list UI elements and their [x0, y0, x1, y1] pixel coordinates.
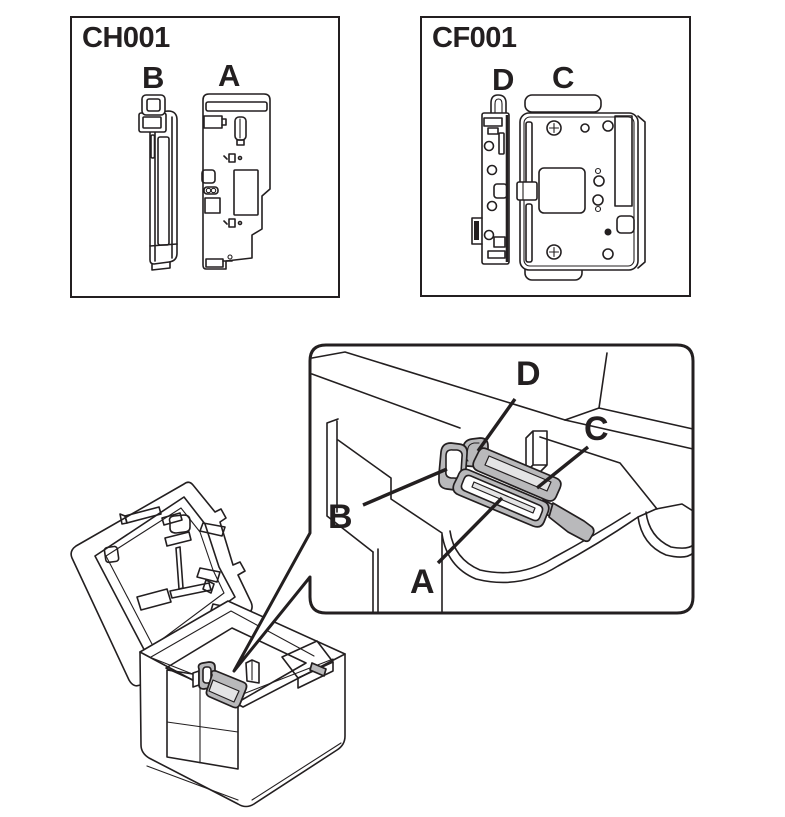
callout-label-c: C	[584, 410, 609, 448]
panel-cf001: CF001 D C	[420, 16, 691, 297]
cutter-arm	[548, 502, 595, 543]
part-a-drawing	[201, 93, 271, 270]
callout-label-d: D	[516, 355, 541, 393]
leader-b	[362, 467, 448, 507]
leader-lines	[362, 398, 590, 565]
part-b-drawing	[138, 94, 178, 271]
ch001-part-label-a: A	[218, 58, 241, 93]
panel-cf001-title: CF001	[432, 22, 517, 54]
printer-callout-illustration	[70, 343, 695, 808]
leader-d	[476, 398, 517, 452]
panel-ch001-title: CH001	[82, 22, 170, 54]
printer-drawing	[70, 481, 346, 808]
cf001-part-label-c: C	[552, 60, 575, 95]
callout-label-b: B	[328, 498, 353, 536]
ch001-parts-illustration	[138, 93, 271, 271]
callout-label-a: A	[410, 563, 435, 601]
printer-media-guide	[281, 640, 334, 689]
callout-platen-area	[311, 351, 694, 614]
ch001-part-label-b: B	[142, 60, 165, 95]
printer-cutter-location	[192, 659, 260, 709]
screw-icon	[546, 244, 562, 260]
panel-ch001: CH001 B A	[70, 16, 340, 298]
cf001-parts-illustration	[471, 94, 646, 281]
leader-a	[436, 496, 504, 565]
part-c-drawing	[516, 94, 646, 281]
cf001-part-label-d: D	[492, 62, 515, 97]
leader-c	[535, 445, 590, 490]
screw-icon	[546, 120, 562, 136]
callout-box	[232, 343, 695, 673]
part-d-drawing	[471, 94, 510, 265]
